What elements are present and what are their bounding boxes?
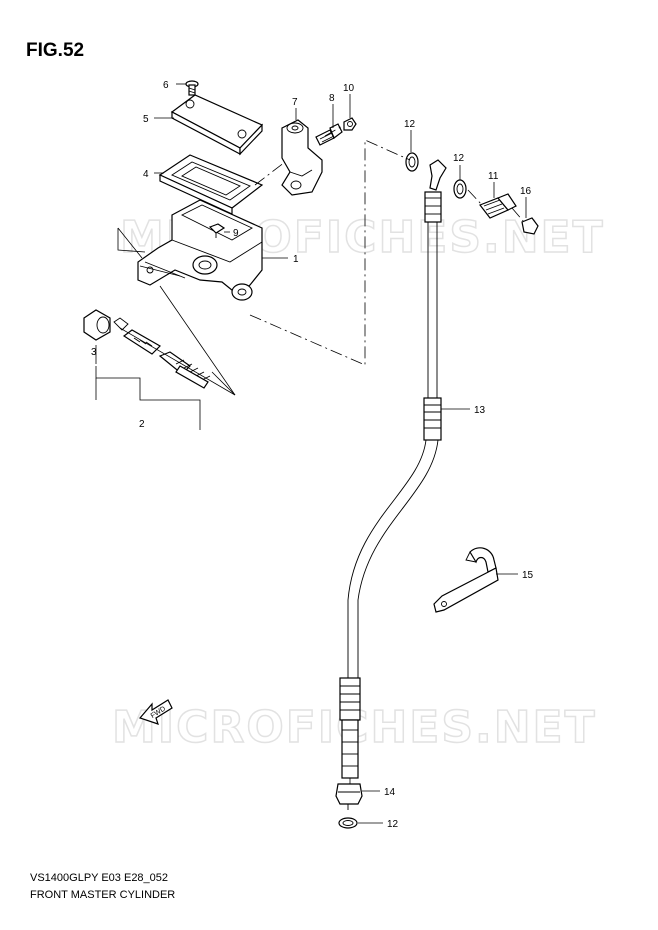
kit-bracket-lines	[95, 227, 236, 430]
callout-3: 3	[91, 347, 97, 358]
part-15-hose-clamp	[433, 547, 499, 613]
callout-12-upper-right: 12	[453, 153, 465, 164]
callout-4: 4	[143, 169, 149, 180]
callout-7: 7	[292, 97, 298, 108]
part-6-screw	[185, 80, 199, 96]
part-4-diaphragm	[158, 154, 264, 215]
assembly-lines	[249, 124, 525, 784]
callout-1: 1	[293, 254, 299, 265]
callout-8: 8	[329, 93, 335, 104]
callout-11: 11	[488, 171, 499, 182]
callout-12-upper-left: 12	[404, 119, 416, 130]
figure-title: FIG.52	[26, 40, 85, 61]
part-12-washer-bottom	[338, 817, 358, 829]
part-10-nut	[343, 117, 357, 131]
part-8-bolt	[315, 123, 343, 146]
callout-13: 13	[474, 405, 486, 416]
callout-leaders	[95, 83, 527, 824]
callout-2: 2	[139, 419, 145, 430]
part-12-washer-upper-right	[453, 179, 467, 199]
part-14-hose-fitting	[335, 783, 363, 810]
callout-9: 9	[233, 228, 239, 239]
model-code: VS1400GLPY E03 E28_052	[30, 872, 169, 884]
part-9-screw	[208, 223, 226, 238]
callout-16: 16	[520, 186, 532, 197]
callout-14: 14	[384, 787, 396, 798]
part-2-piston-kit	[122, 329, 211, 389]
callout-5: 5	[143, 114, 149, 125]
callout-10: 10	[343, 83, 355, 94]
figure-name: FRONT MASTER CYLINDER	[30, 889, 176, 901]
callout-12-bottom: 12	[387, 819, 399, 830]
callout-15: 15	[522, 570, 534, 581]
part-12-washer-upper-left	[405, 152, 419, 172]
part-11-union-bolt	[479, 193, 517, 219]
callout-6: 6	[163, 80, 169, 91]
part-3-boot	[83, 309, 129, 341]
part-16-cap	[521, 217, 539, 235]
part-7-lever-holder	[281, 119, 323, 196]
part-13-brake-hose	[339, 159, 447, 779]
part-5-reservoir-cap	[170, 94, 264, 156]
